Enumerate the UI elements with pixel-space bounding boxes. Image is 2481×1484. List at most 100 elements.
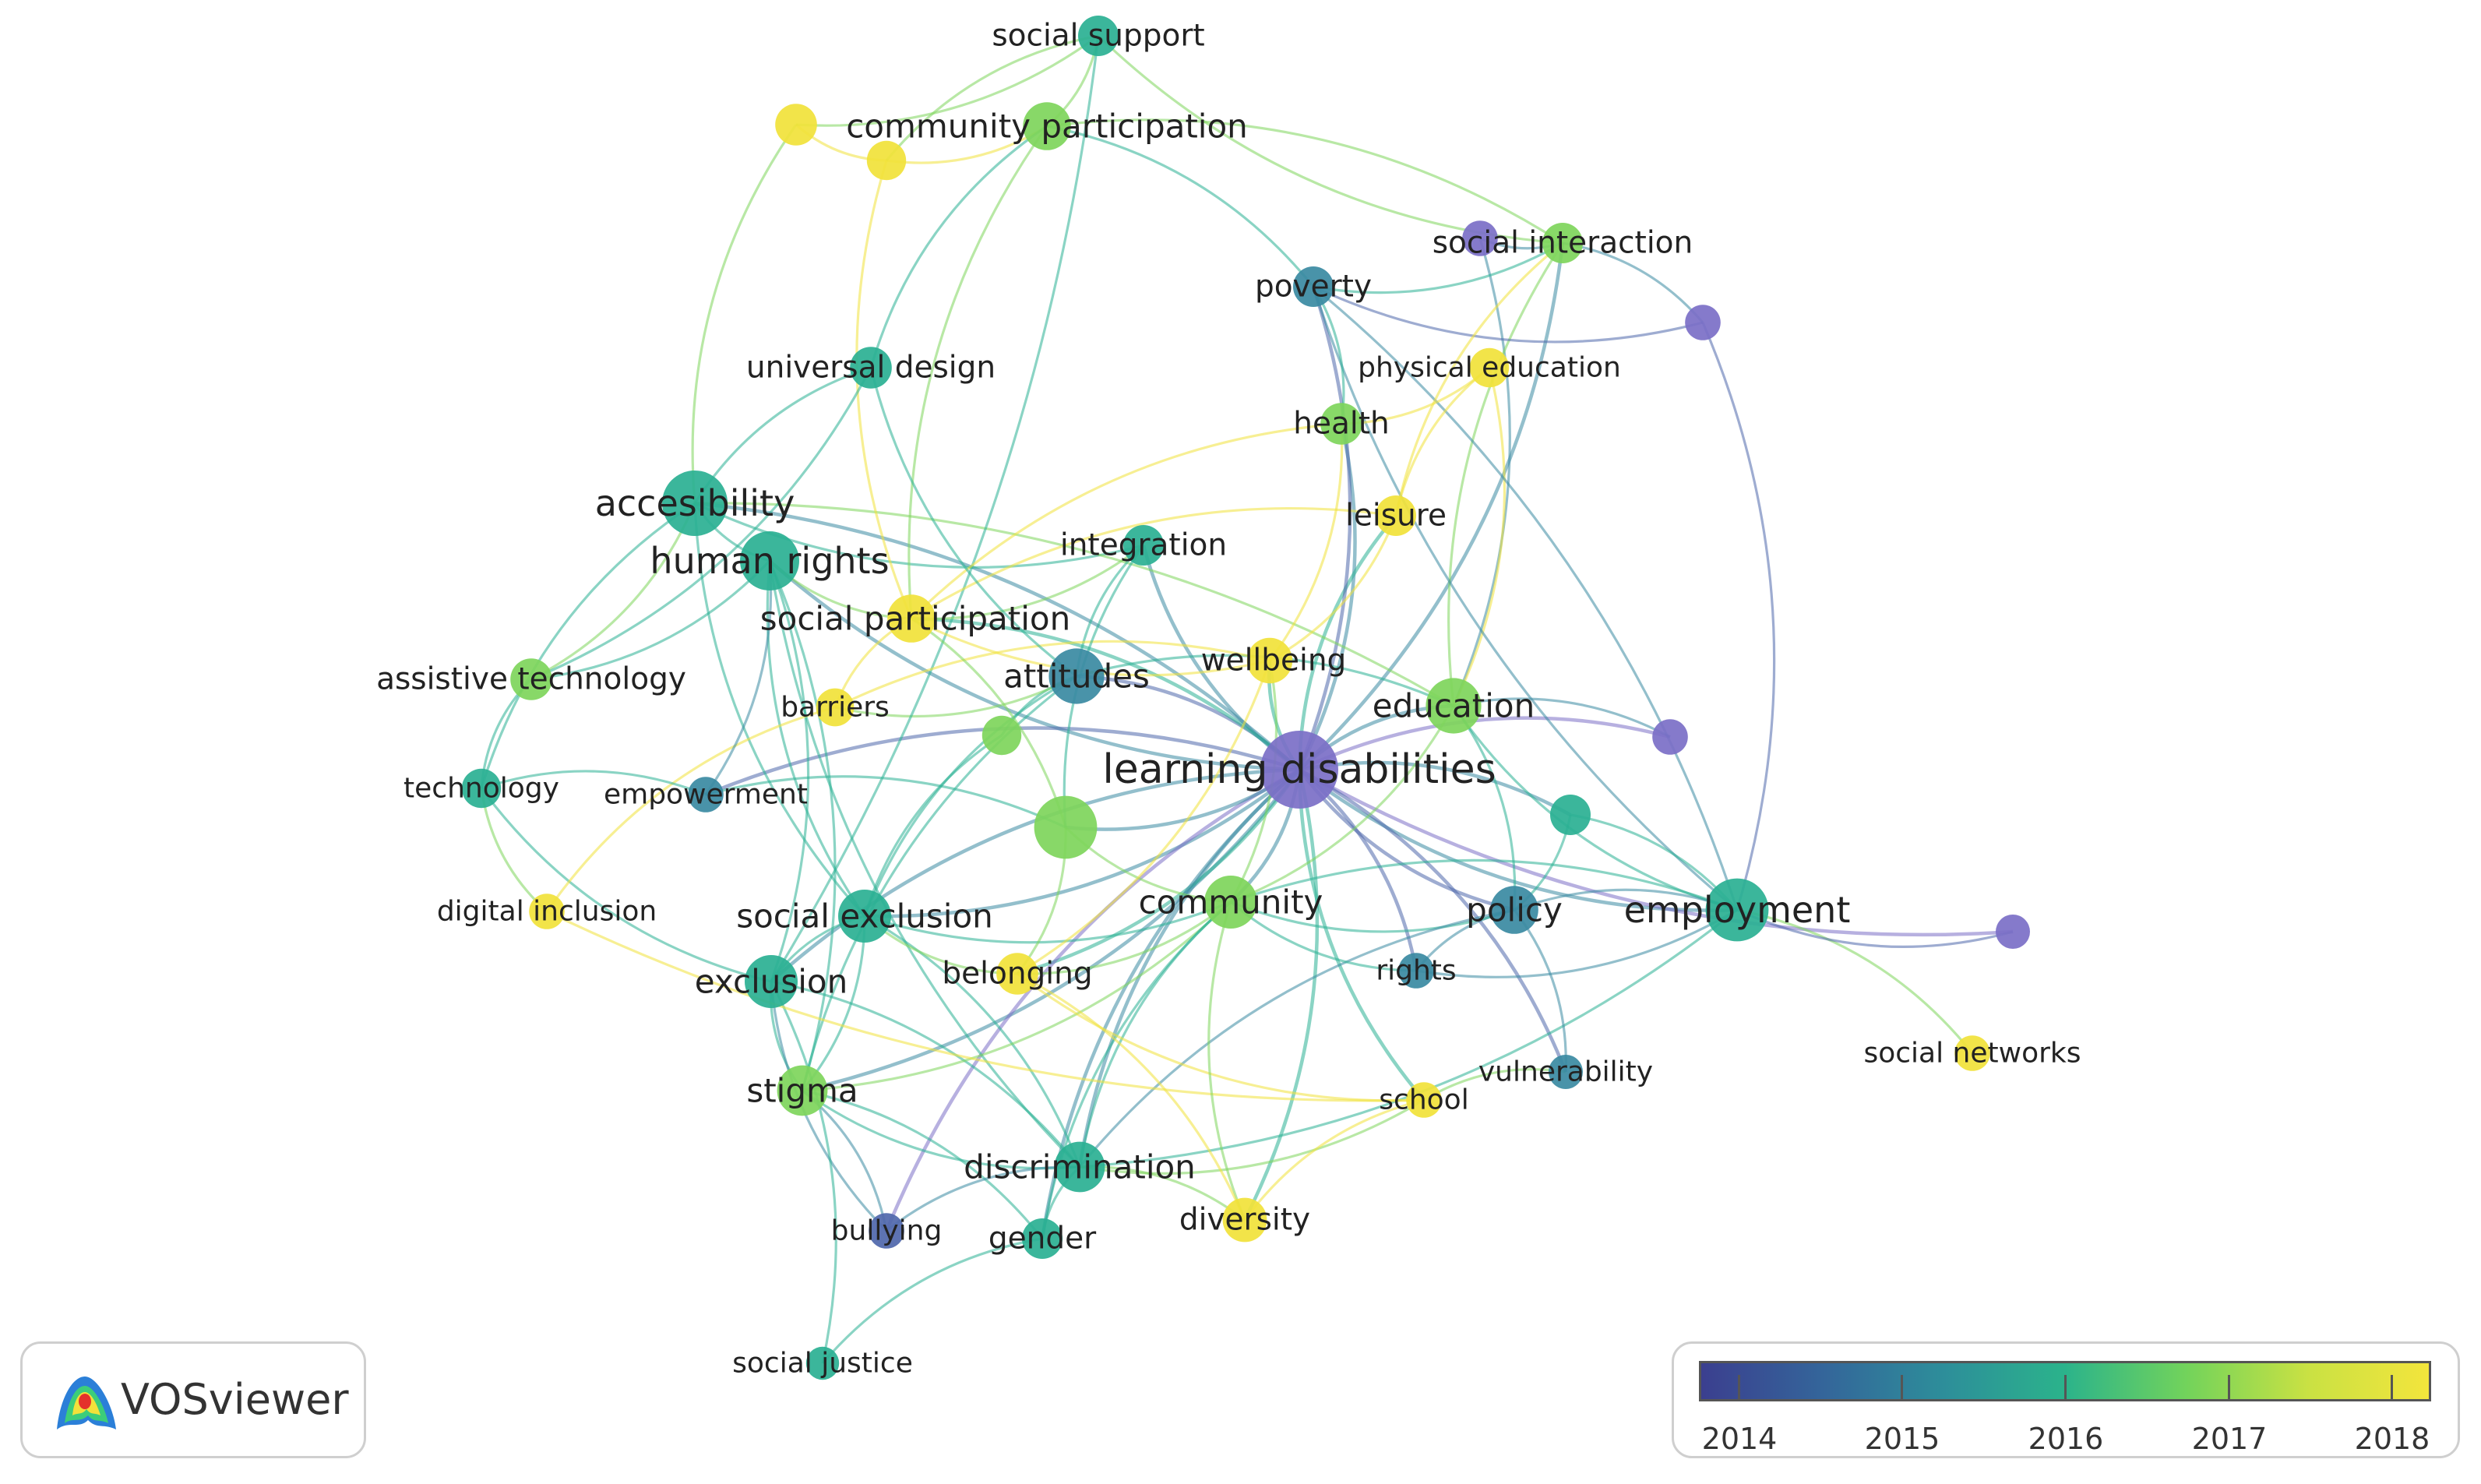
vosviewer-logo-icon bbox=[57, 1376, 116, 1429]
edge-education-social-interaction bbox=[1447, 242, 1564, 707]
edge-employment-n-purple-4 bbox=[1736, 908, 2014, 948]
edge-discrimination-policy bbox=[1078, 908, 1515, 1169]
node-n-yellow-2[interactable] bbox=[866, 140, 907, 181]
node-n-green-1[interactable] bbox=[1034, 795, 1098, 859]
node-school[interactable] bbox=[1406, 1082, 1442, 1118]
edge-education-community bbox=[1230, 705, 1455, 904]
edge-n-green-1-social-participation bbox=[911, 617, 1067, 828]
node-diversity[interactable] bbox=[1222, 1197, 1267, 1243]
node-community-participation[interactable] bbox=[1023, 102, 1071, 150]
edge-exclusion-technology bbox=[480, 788, 772, 983]
label-exclusion: exclusion bbox=[695, 963, 848, 1001]
label-social-exclusion: social exclusion bbox=[736, 897, 993, 936]
node-social-networks[interactable] bbox=[1954, 1035, 1990, 1071]
scale-tick-2016 bbox=[2064, 1375, 2067, 1400]
scale-label-2017: 2017 bbox=[2191, 1422, 2268, 1456]
node-bullying[interactable] bbox=[869, 1213, 904, 1249]
node-digital-inclusion[interactable] bbox=[529, 894, 565, 929]
edge-wellbeing-belonging bbox=[1017, 660, 1271, 975]
node-learning-disabilities[interactable] bbox=[1260, 731, 1338, 809]
node-attitudes[interactable] bbox=[1048, 648, 1105, 704]
edge-social-justice-exclusion bbox=[770, 981, 837, 1364]
label-attitudes: attitudes bbox=[1003, 657, 1150, 696]
edge-education-n-purple-3 bbox=[1453, 697, 1671, 738]
node-poverty[interactable] bbox=[1293, 266, 1334, 307]
edge-learning-disabilities-belonging bbox=[1017, 768, 1301, 976]
edge-diversity-community bbox=[1207, 901, 1246, 1221]
label-leisure: leisure bbox=[1345, 499, 1447, 534]
node-social-interaction[interactable] bbox=[1542, 223, 1583, 263]
label-barriers: barriers bbox=[781, 692, 890, 724]
node-community[interactable] bbox=[1204, 876, 1257, 929]
edge-n-purple-1-employment bbox=[1701, 322, 1776, 911]
node-vulnerability[interactable] bbox=[1549, 1055, 1583, 1089]
node-education[interactable] bbox=[1426, 678, 1482, 734]
edge-policy-community bbox=[1230, 901, 1515, 933]
edge-human-rights-assistive-technology bbox=[530, 559, 771, 681]
label-accesibility: accesibility bbox=[595, 482, 795, 524]
label-bullying: bullying bbox=[831, 1215, 943, 1247]
edge-community-participation-poverty bbox=[1046, 125, 1315, 288]
node-social-justice[interactable] bbox=[805, 1346, 840, 1380]
node-social-participation[interactable] bbox=[887, 594, 936, 643]
node-integration[interactable] bbox=[1123, 525, 1164, 566]
node-social-support[interactable] bbox=[1078, 16, 1119, 56]
node-n-teal-1[interactable] bbox=[1550, 795, 1591, 835]
label-school: school bbox=[1379, 1084, 1468, 1116]
label-stigma: stigma bbox=[746, 1072, 858, 1110]
label-social-networks: social networks bbox=[1863, 1038, 2081, 1070]
node-social-exclusion[interactable] bbox=[838, 890, 891, 943]
node-barriers[interactable] bbox=[816, 688, 855, 727]
label-social-interaction: social interaction bbox=[1433, 226, 1693, 261]
node-n-yellow-1[interactable] bbox=[775, 104, 817, 146]
node-gender[interactable] bbox=[1022, 1218, 1063, 1259]
node-discrimination[interactable] bbox=[1054, 1141, 1105, 1193]
edge-accesibility-education bbox=[694, 502, 1454, 707]
node-belonging[interactable] bbox=[996, 953, 1038, 995]
label-belonging: belonging bbox=[942, 957, 1092, 992]
edge-poverty-n-purple-1 bbox=[1313, 285, 1704, 344]
node-rights[interactable] bbox=[1398, 953, 1434, 989]
node-n-purple-4[interactable] bbox=[1996, 915, 2030, 949]
node-n-green-2[interactable] bbox=[981, 715, 1022, 756]
edge-empowerment-technology bbox=[481, 770, 707, 796]
label-community: community bbox=[1139, 883, 1323, 922]
node-employment[interactable] bbox=[1705, 878, 1769, 942]
edges-layer bbox=[480, 34, 2014, 1365]
node-n-purple-3[interactable] bbox=[1652, 719, 1688, 755]
edge-employment-poverty bbox=[1312, 286, 1739, 911]
node-technology[interactable] bbox=[461, 768, 502, 809]
node-n-purple-1[interactable] bbox=[1685, 305, 1721, 340]
edge-learning-disabilities-poverty bbox=[1297, 286, 1352, 770]
node-physical-education[interactable] bbox=[1469, 347, 1510, 388]
edge-human-rights-social-exclusion bbox=[766, 560, 866, 917]
node-universal-design[interactable] bbox=[850, 347, 892, 389]
label-rights: rights bbox=[1376, 955, 1456, 987]
edge-health-wellbeing bbox=[1268, 423, 1344, 661]
node-human-rights[interactable] bbox=[740, 531, 799, 590]
edge-stigma-community bbox=[802, 901, 1232, 1092]
edge-discrimination-bullying bbox=[886, 1165, 1080, 1232]
scale-label-2018: 2018 bbox=[2354, 1422, 2430, 1456]
edge-accesibility-social-exclusion bbox=[693, 502, 866, 918]
node-assistive-technology[interactable] bbox=[510, 658, 552, 700]
node-leisure[interactable] bbox=[1376, 495, 1416, 536]
edge-learning-disabilities-n-purple-4 bbox=[1298, 768, 2014, 937]
label-health: health bbox=[1293, 407, 1389, 442]
node-exclusion[interactable] bbox=[745, 955, 798, 1008]
label-empowerment: empowerment bbox=[604, 779, 808, 811]
edge-exclusion-bullying bbox=[770, 981, 888, 1232]
edge-human-rights-stigma bbox=[768, 560, 837, 1091]
edge-empowerment-human-rights bbox=[704, 560, 773, 795]
node-n-purple-2[interactable] bbox=[1462, 220, 1498, 256]
node-stigma[interactable] bbox=[777, 1065, 828, 1116]
node-wellbeing[interactable] bbox=[1246, 637, 1293, 684]
label-poverty: poverty bbox=[1255, 270, 1372, 305]
node-accesibility[interactable] bbox=[662, 471, 728, 536]
node-health[interactable] bbox=[1320, 403, 1362, 445]
label-gender: gender bbox=[989, 1221, 1097, 1257]
node-empowerment[interactable] bbox=[688, 777, 724, 812]
edge-health-social-participation bbox=[910, 422, 1342, 620]
node-policy[interactable] bbox=[1490, 886, 1538, 934]
edge-n-green-2-social-exclusion bbox=[863, 734, 1003, 917]
